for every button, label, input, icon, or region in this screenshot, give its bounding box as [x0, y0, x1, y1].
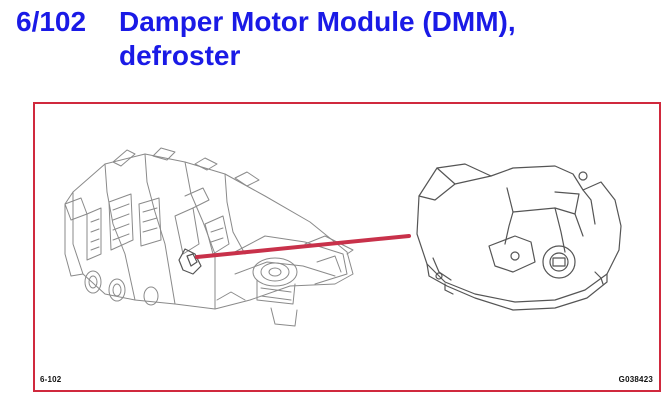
title-line-1: Damper Motor Module (DMM), [119, 6, 516, 37]
heading: 6/102 Damper Motor Module (DMM), defrost… [0, 0, 672, 90]
figure-illustration [64, 147, 622, 327]
damper-motor-module-drawing [416, 163, 622, 311]
title-line-2: defroster [119, 40, 241, 71]
section-number: 6/102 [16, 6, 87, 37]
pointer-line [195, 234, 411, 259]
figure-code-label: G038423 [618, 375, 653, 384]
figure-id-label: 6-102 [40, 375, 62, 384]
hvac-unit-drawing [64, 147, 354, 327]
page-title: Damper Motor Module (DMM), defroster [119, 5, 516, 73]
figure-frame: 6-102 G038423 [33, 102, 661, 392]
